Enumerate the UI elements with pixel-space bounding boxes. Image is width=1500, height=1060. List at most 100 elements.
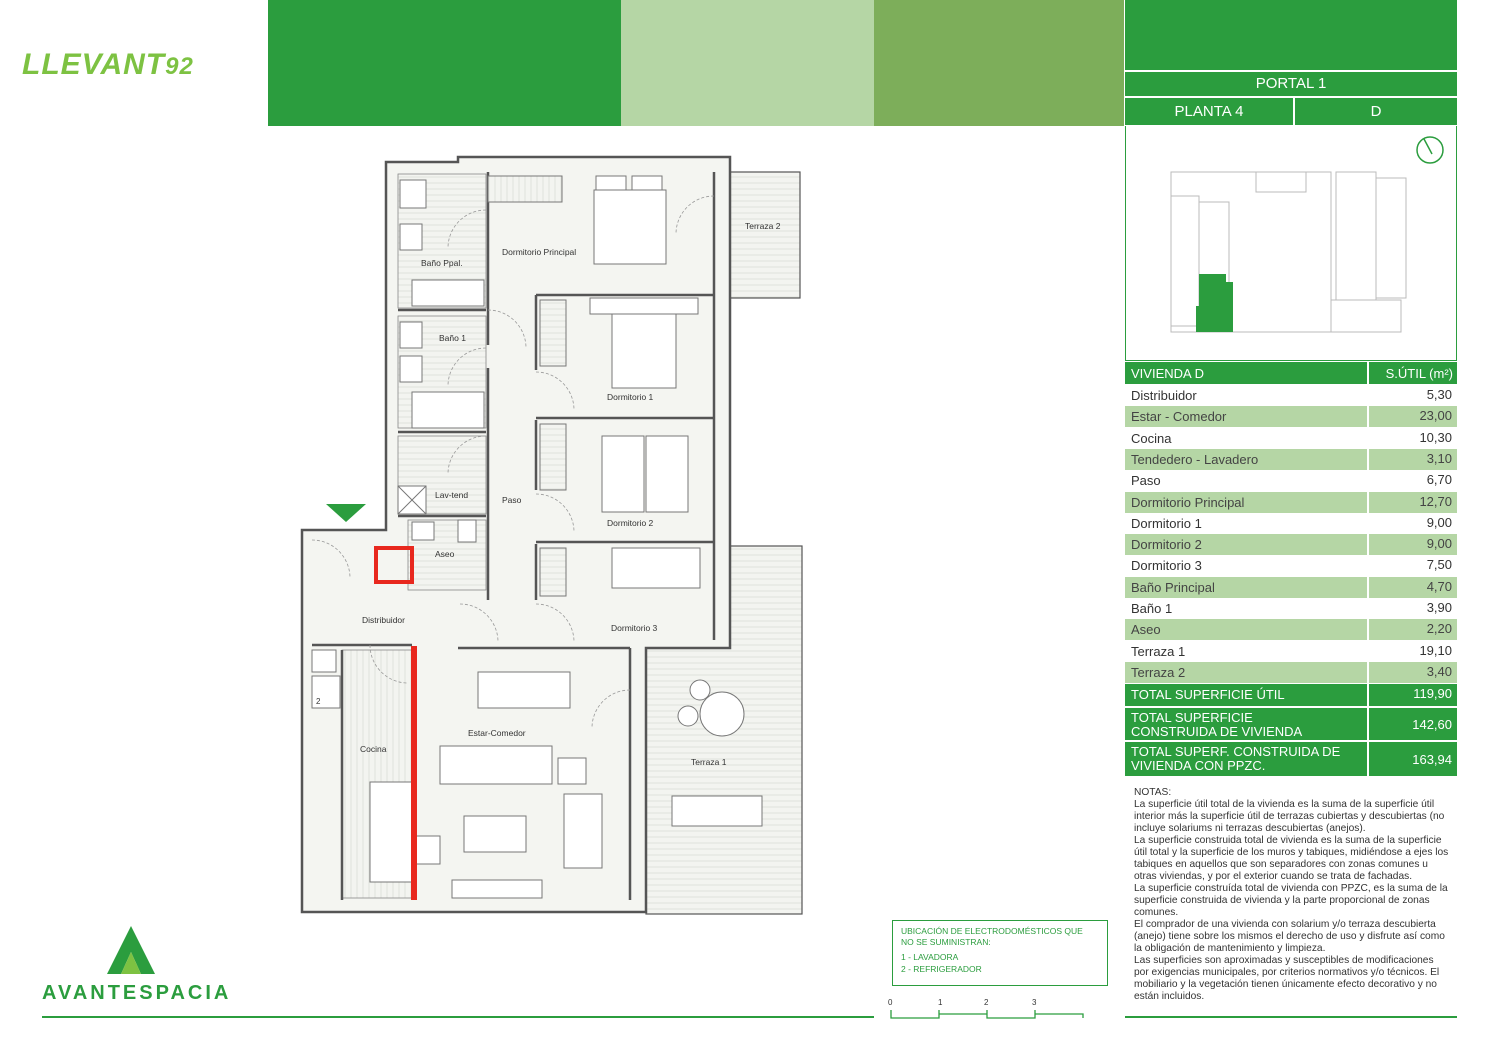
label-lav-tend: Lav-tend [435, 490, 469, 500]
door-swing [535, 371, 575, 411]
total-ppzc-row: TOTAL SUPERF. CONSTRUIDA DE VIVIENDA CON… [1125, 742, 1457, 776]
row-value: 3,40 [1426, 663, 1452, 679]
fridge-2 [311, 675, 341, 709]
legend-item-2: 2 - REFRIGERADOR [901, 964, 982, 974]
row-value: 3,10 [1426, 450, 1452, 466]
row-value: 2,20 [1426, 621, 1452, 637]
row-value: 7,50 [1426, 557, 1452, 573]
washer-cross [397, 485, 427, 515]
label-dorm1: Dormitorio 1 [607, 392, 654, 402]
bed-dorm2-a [601, 435, 645, 513]
row-name: Estar - Comedor [1131, 409, 1227, 425]
table-row: Dormitorio Principal 12,70 [1125, 491, 1457, 513]
total-construida-name: TOTAL SUPERFICIE CONSTRUIDA DE VIVIENDA [1131, 710, 1303, 739]
wardrobe-dorm2 [539, 423, 567, 491]
label-dorm3: Dormitorio 3 [611, 623, 658, 633]
row-name: Distribuidor [1131, 388, 1197, 403]
banner-block-2 [621, 0, 874, 126]
planta-label: PLANTA 4 [1174, 103, 1244, 120]
bed-principal [593, 189, 667, 265]
notes: NOTAS: La superficie útil total de la vi… [1134, 787, 1450, 1003]
door-swing [447, 435, 487, 475]
armchair [563, 793, 603, 869]
total-util-value: 119,90 [1413, 686, 1452, 701]
door-swing [535, 493, 575, 533]
table-row: Terraza 1 19,10 [1125, 640, 1457, 662]
row-value: 6,70 [1426, 472, 1452, 488]
pillow [631, 175, 663, 191]
label-estar: Estar-Comedor [468, 728, 526, 738]
developer-name: AVANTESPACIA [42, 982, 232, 1004]
row-value: 23,00 [1419, 408, 1452, 424]
row-name: Tendedero - Lavadero [1131, 451, 1259, 467]
banner-block-1 [268, 0, 621, 126]
label-terraza1: Terraza 1 [691, 757, 727, 767]
total-construida-row: TOTAL SUPERFICIE CONSTRUIDA DE VIVIENDA … [1125, 708, 1457, 740]
label-dorm2: Dormitorio 2 [607, 518, 654, 528]
total-util-name: TOTAL SUPERFICIE ÚTIL [1131, 687, 1285, 702]
sink-bano1 [399, 355, 423, 383]
kitchen-island [369, 781, 415, 883]
bed-dorm2-b [645, 435, 689, 513]
label-bano1: Baño 1 [439, 333, 466, 343]
total-ppzc-name: TOTAL SUPERF. CONSTRUIDA DE VIVIENDA CON… [1131, 744, 1341, 773]
door-swing [535, 603, 575, 643]
scale-ruler [890, 1010, 1084, 1019]
note-5: Las superficies son aproximadas y suscep… [1134, 955, 1440, 1002]
shower-ppal [411, 279, 485, 307]
banner-block-4 [1125, 0, 1457, 70]
row-value: 4,70 [1426, 578, 1452, 594]
toilet-aseo [457, 519, 477, 543]
sofa [439, 745, 553, 785]
headboard-dorm1 [589, 297, 699, 315]
table-row: Estar - Comedor 23,00 [1125, 406, 1457, 428]
door-swing [675, 195, 715, 235]
key-plan-drawing [1170, 136, 1444, 333]
table-title: VIVIENDA D [1131, 366, 1204, 381]
key-plan-block-left [1170, 195, 1200, 327]
note-3: La superficie construída total de vivien… [1134, 883, 1448, 918]
table-unit-cell: S.ÚTIL (m²) [1369, 362, 1457, 384]
scale-bar: 0 1 2 3 [888, 998, 1088, 1022]
bath-bano1 [411, 391, 485, 429]
row-value: 12,70 [1419, 493, 1452, 509]
row-value: 19,10 [1419, 642, 1452, 658]
llevant-logo: LLEVANT92 [22, 48, 194, 82]
planta-header: PLANTA 4 [1125, 98, 1293, 125]
sunbed [671, 795, 763, 827]
total-util-row: TOTAL SUPERFICIE ÚTIL 119,90 [1125, 684, 1457, 706]
portal-header: PORTAL 1 [1125, 72, 1457, 96]
dining-table [477, 671, 571, 709]
label-paso: Paso [502, 495, 522, 505]
label-dorm-principal: Dormitorio Principal [502, 247, 577, 257]
avantespacia-logo-icon [107, 926, 155, 974]
side-table [557, 757, 587, 785]
row-name: Aseo [1131, 622, 1161, 638]
wardrobe-dorm3 [539, 547, 567, 597]
table-title-cell: VIVIENDA D [1125, 362, 1367, 384]
row-name: Paso [1131, 473, 1161, 489]
washer-location-marker [374, 546, 414, 584]
row-name: Dormitorio 3 [1131, 558, 1202, 574]
north-icon [1416, 136, 1444, 164]
logo-word: LLEVANT [22, 48, 166, 81]
scale-3: 3 [1032, 998, 1037, 1007]
row-name: Terraza 1 [1131, 643, 1186, 659]
sink-ppal [399, 223, 423, 251]
label-distribuidor: Distribuidor [362, 615, 405, 625]
door-swing [487, 309, 527, 349]
table-row: Dormitorio 3 7,50 [1125, 555, 1457, 577]
row-value: 3,90 [1426, 600, 1452, 615]
row-name: Dormitorio Principal [1131, 494, 1245, 510]
door-swing [447, 209, 487, 249]
north-arrow [1423, 138, 1433, 155]
note-2: La superficie construida total de vivien… [1134, 835, 1449, 882]
right-bottom-line [1125, 1016, 1457, 1018]
door-swing [369, 644, 409, 684]
